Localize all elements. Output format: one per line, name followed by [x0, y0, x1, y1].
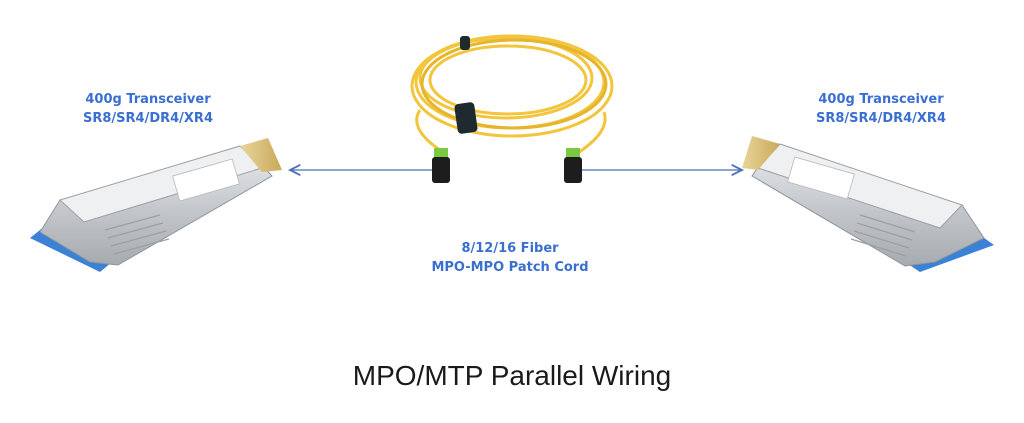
right-transceiver-label: 400g Transceiver SR8/SR4/DR4/XR4 [801, 90, 961, 128]
cable-tie-top [460, 36, 470, 50]
left-transceiver-name: 400g Transceiver [85, 92, 211, 107]
right-transceiver-module [742, 136, 994, 272]
right-transceiver-name: 400g Transceiver [818, 92, 944, 107]
diagram-title: MPO/MTP Parallel Wiring [352, 360, 672, 391]
right-mpo-connector [564, 148, 582, 183]
right-transceiver-types: SR8/SR4/DR4/XR4 [815, 111, 946, 126]
patch-cord-type: MPO-MPO Patch Cord [431, 260, 589, 275]
patch-cord-label: 8/12/16 Fiber MPO-MPO Patch Cord [395, 239, 625, 277]
left-mpo-connector [432, 148, 450, 183]
fiber-count: 8/12/16 Fiber [461, 241, 559, 256]
cable-tie [454, 102, 478, 134]
left-transceiver-label: 400g Transceiver SR8/SR4/DR4/XR4 [68, 90, 228, 128]
left-transceiver-types: SR8/SR4/DR4/XR4 [82, 111, 213, 126]
fiber-patch-cord [410, 34, 614, 157]
left-transceiver-module [30, 138, 282, 272]
